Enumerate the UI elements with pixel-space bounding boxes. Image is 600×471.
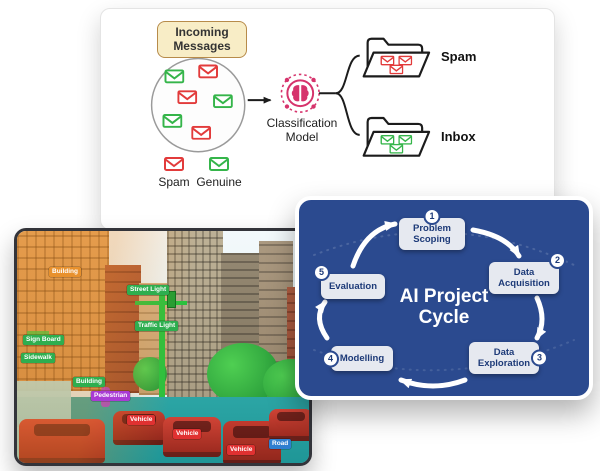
cycle-title-line1: AI Project (399, 286, 489, 307)
envelope-icon (198, 64, 218, 79)
stage-number-badge: 5 (313, 264, 330, 281)
stage-number-badge: 4 (322, 350, 339, 368)
detection-label: Traffic Light (135, 321, 179, 331)
detection-label: Sidewalk (21, 353, 55, 363)
stage-number-badge: 3 (531, 349, 548, 367)
stage-label: Data Acquisition (498, 267, 550, 290)
stage-label: Data Exploration (477, 347, 531, 370)
street-light-arm (135, 301, 187, 305)
envelope-icon (177, 90, 198, 105)
brain-model-icon (280, 73, 320, 113)
stage-evaluation: 5 Evaluation (313, 264, 385, 300)
spam-folder-icon (362, 37, 431, 78)
stage-label: Modelling (339, 353, 385, 364)
envelope-icon (162, 114, 183, 128)
stage-label: Evaluation (328, 281, 378, 292)
spam-diagram-graphics (150, 37, 431, 157)
incoming-messages-label: Incoming Messages (157, 21, 247, 58)
detection-label: Vehicle (227, 445, 256, 455)
detection-label: Building (73, 377, 105, 387)
brain-icon (291, 85, 309, 102)
classification-model-label: Classification Model (266, 116, 338, 144)
envelope-icon (164, 69, 185, 84)
stage-number-badge: 1 (423, 208, 441, 225)
cycle-arrows (315, 221, 547, 389)
stage-label: Problem Scoping (412, 223, 451, 246)
legend-genuine-label: Genuine (196, 175, 242, 189)
inbox-folder-label: Inbox (441, 129, 476, 144)
stage-data-acquisition: 2 Data Acquisition (489, 252, 566, 295)
detection-label: Street Light (127, 285, 170, 295)
detection-label: Sign Board (23, 335, 64, 345)
detection-label: Vehicle (127, 415, 156, 425)
stage-modelling: 4 Modelling (322, 346, 393, 372)
stage-number-badge: 2 (549, 252, 566, 269)
cycle-title-line2: Cycle (418, 307, 470, 329)
building-region (17, 231, 109, 391)
envelope-icon (213, 94, 233, 109)
ai-project-cycle-card: AI Project Cycle 1 Problem Scoping 2 Dat… (295, 196, 593, 400)
detection-label: Road (269, 439, 292, 449)
spam-folder-label: Spam (441, 49, 477, 64)
legend-spam-label: Spam (158, 175, 190, 189)
envelope-icon (209, 157, 229, 171)
vehicle-region (269, 409, 309, 441)
envelope-icon (191, 125, 212, 140)
cycle-title: AI Project Cycle (384, 286, 504, 329)
spam-classification-card: Incoming Messages Classification Model S… (100, 8, 555, 230)
stage-data-exploration: 3 Data Exploration (469, 342, 548, 375)
traffic-light-region (167, 291, 176, 308)
vehicle-region (19, 419, 105, 463)
detection-label: Vehicle (173, 429, 202, 439)
envelope-icon (164, 157, 184, 171)
fork-lines (319, 54, 361, 136)
detection-label: Building (49, 267, 81, 277)
inbox-folder-icon (362, 116, 431, 157)
street-light-region (159, 289, 165, 403)
stage-problem-scoping: 1 Problem Scoping (399, 208, 465, 251)
detection-label: Pedestrian (91, 391, 131, 401)
